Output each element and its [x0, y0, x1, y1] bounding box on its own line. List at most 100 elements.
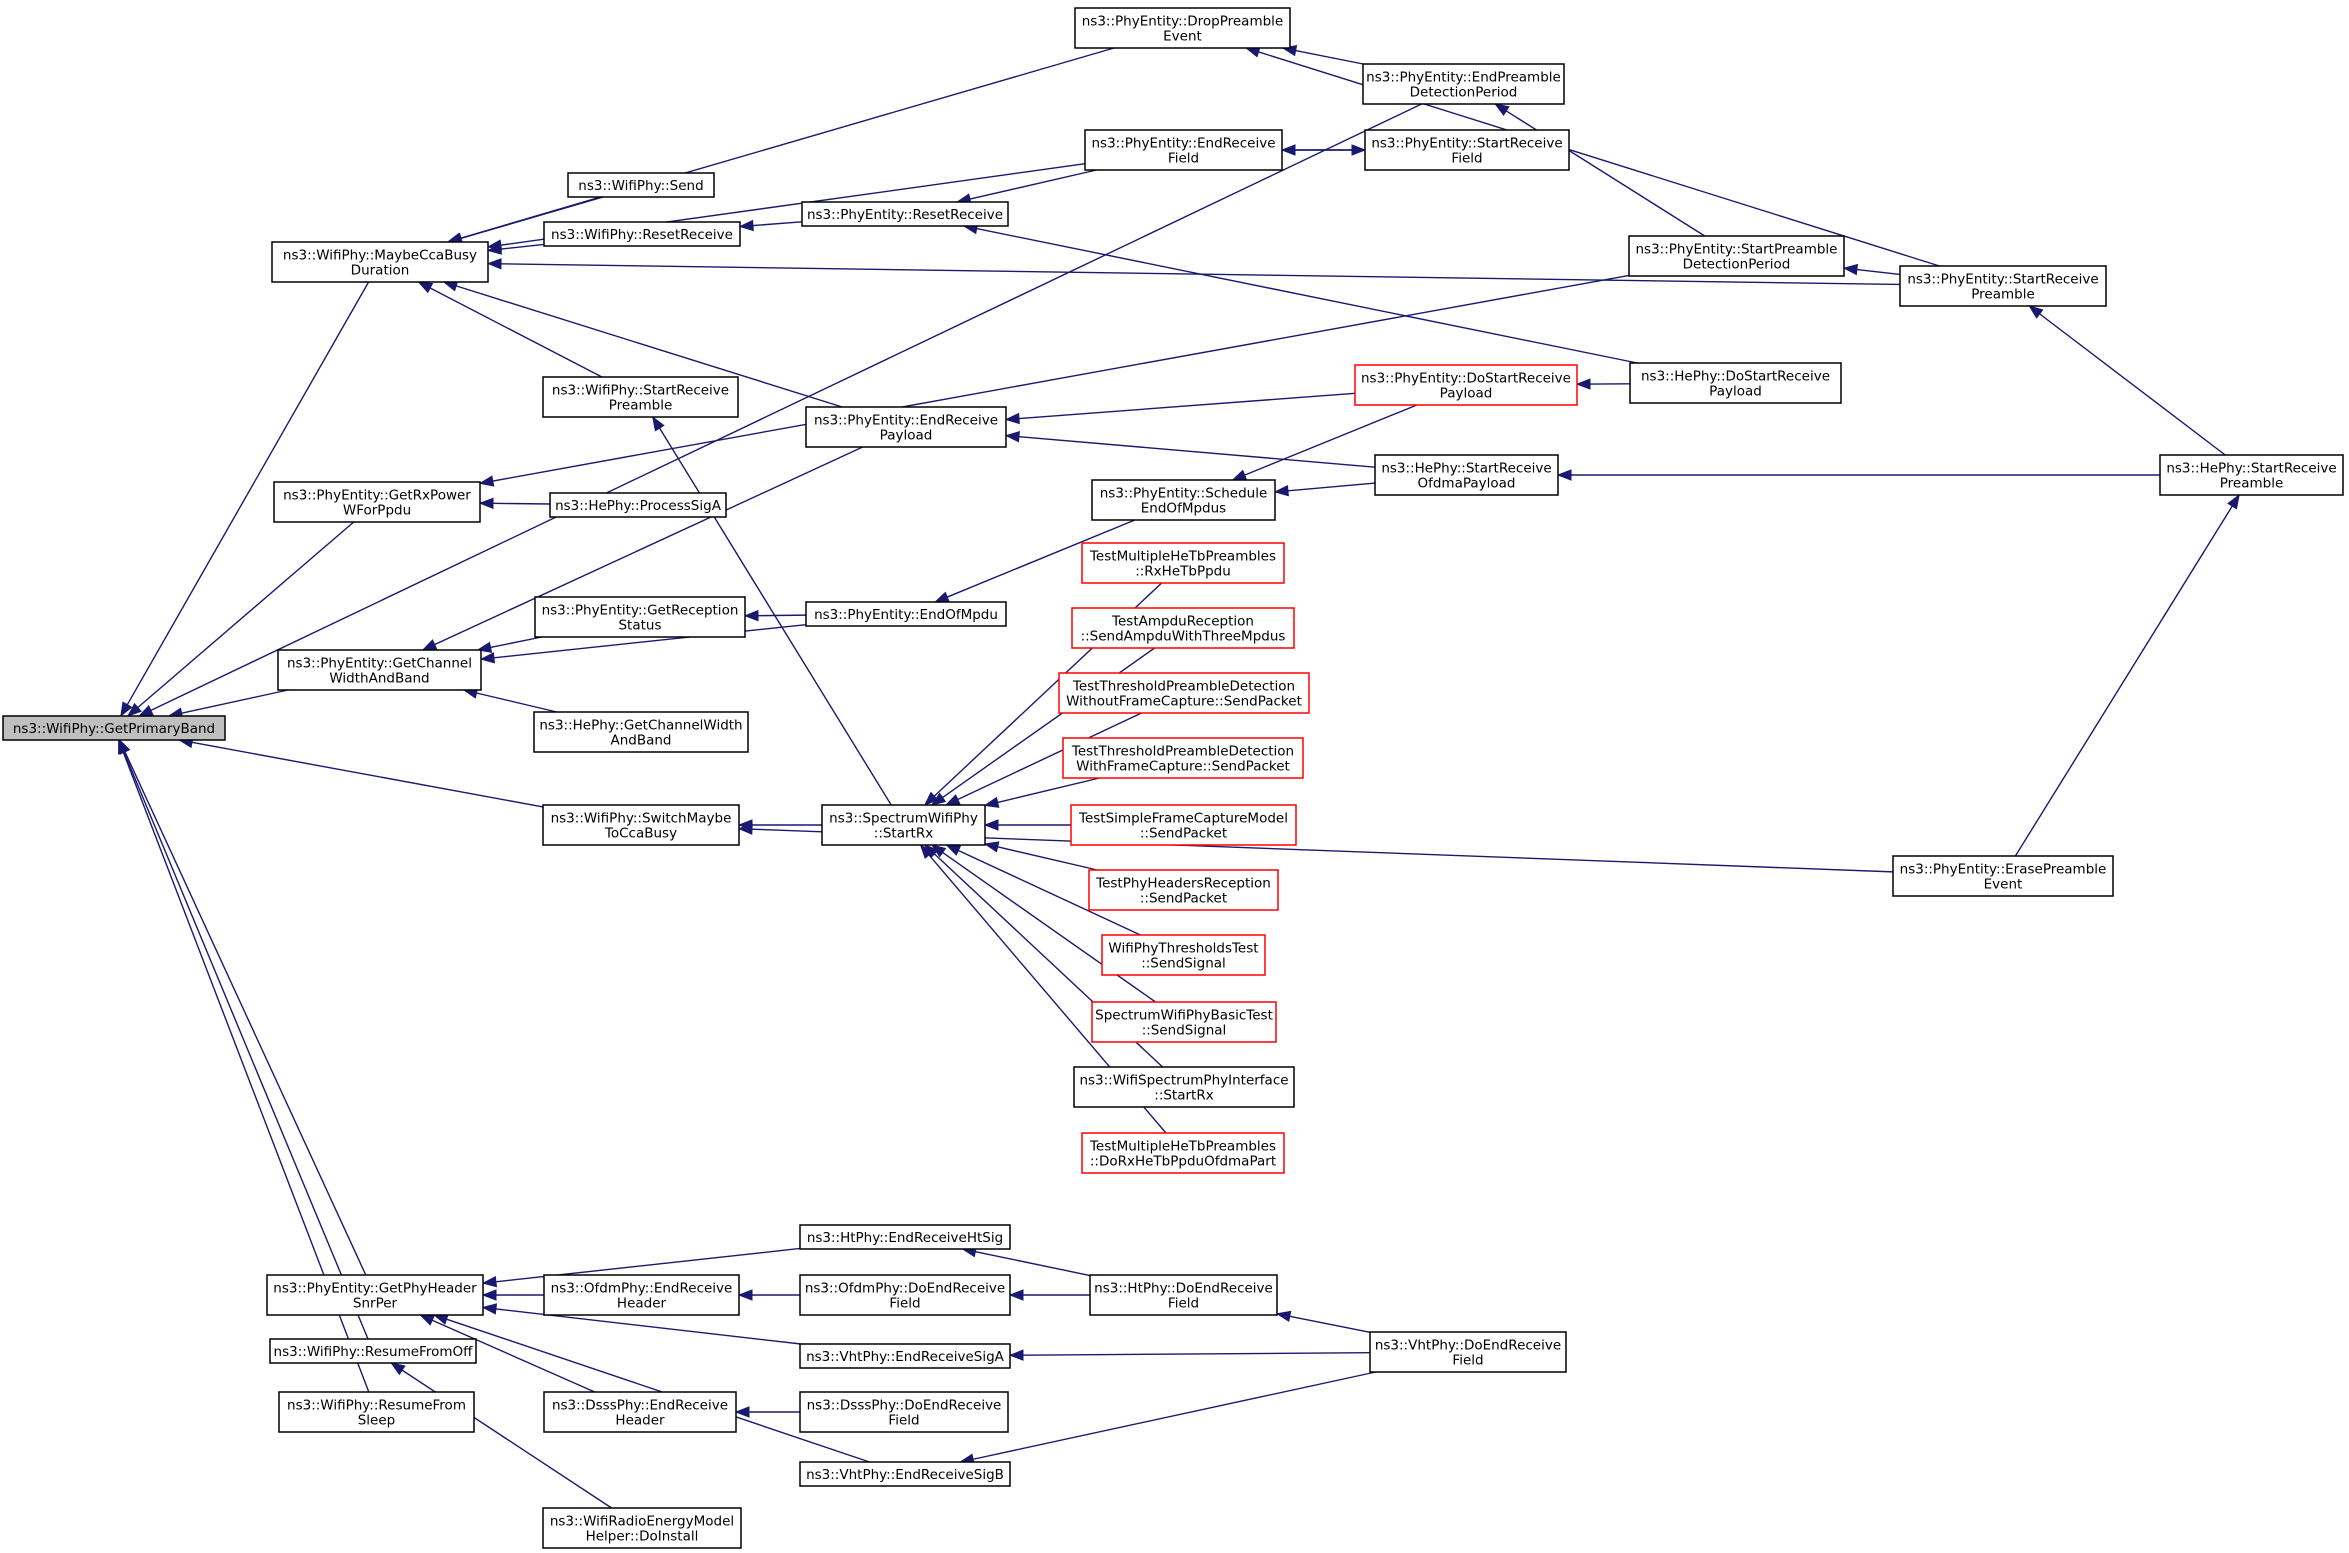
- node-t_thrwith[interactable]: TestThresholdPreambleDetectionWithFrameC…: [1062, 737, 1304, 779]
- node-box[interactable]: [805, 406, 1007, 448]
- node-box[interactable]: [1081, 542, 1285, 584]
- node-box[interactable]: [799, 1343, 1011, 1369]
- node-wifireset[interactable]: ns3::WifiPhy::ResetReceive: [543, 221, 741, 247]
- node-vhtsiga[interactable]: ns3::VhtPhy::EndReceiveSigA: [799, 1343, 1011, 1369]
- node-box[interactable]: [2159, 454, 2344, 496]
- node-box[interactable]: [1628, 235, 1845, 277]
- node-box[interactable]: [1374, 454, 1559, 496]
- node-box[interactable]: [533, 711, 749, 753]
- node-box[interactable]: [1089, 1274, 1278, 1316]
- node-box[interactable]: [821, 804, 986, 846]
- node-box[interactable]: [1058, 672, 1310, 714]
- node-box[interactable]: [266, 1274, 484, 1316]
- node-spectrumstartrx[interactable]: ns3::SpectrumWifiPhy::StartRx: [821, 804, 986, 846]
- node-box[interactable]: [534, 596, 746, 638]
- node-processsiga[interactable]: ns3::HePhy::ProcessSigA: [549, 492, 727, 518]
- node-box[interactable]: [2, 715, 226, 741]
- node-box[interactable]: [1101, 934, 1266, 976]
- node-box[interactable]: [567, 172, 715, 198]
- node-box[interactable]: [1073, 1066, 1295, 1108]
- node-box[interactable]: [801, 201, 1009, 227]
- node-t_dorxhetb[interactable]: TestMultipleHeTbPreambles::DoRxHeTbPpduO…: [1081, 1132, 1285, 1174]
- node-startpredet[interactable]: ns3::PhyEntity::StartPreambleDetectionPe…: [1628, 235, 1845, 277]
- node-box[interactable]: [1084, 129, 1283, 171]
- node-radioenergy[interactable]: ns3::WifiRadioEnergyModelHelper::DoInsta…: [542, 1507, 742, 1549]
- node-t_thrtest[interactable]: WifiPhyThresholdsTest::SendSignal: [1101, 934, 1266, 976]
- node-box[interactable]: [542, 1507, 742, 1549]
- node-resumeoff[interactable]: ns3::WifiPhy::ResumeFromOff: [269, 1338, 477, 1364]
- node-box[interactable]: [1071, 607, 1295, 649]
- node-wifispectrumif[interactable]: ns3::WifiSpectrumPhyInterface::StartRx: [1073, 1066, 1295, 1108]
- node-box[interactable]: [543, 1274, 740, 1316]
- node-t_ampdu[interactable]: TestAmpduReception::SendAmpduWithThreeMp…: [1071, 607, 1295, 649]
- node-t_rxhetb[interactable]: TestMultipleHeTbPreambles::RxHeTbPpdu: [1081, 542, 1285, 584]
- node-t_thrwithout[interactable]: TestThresholdPreambleDetectionWithoutFra…: [1058, 672, 1310, 714]
- node-t_basic[interactable]: SpectrumWifiPhyBasicTest::SendSignal: [1091, 1001, 1277, 1043]
- node-box[interactable]: [549, 492, 727, 518]
- node-box[interactable]: [1091, 1001, 1277, 1043]
- node-t_simplecap[interactable]: TestSimpleFrameCaptureModel::SendPacket: [1070, 804, 1297, 846]
- node-box[interactable]: [277, 649, 482, 691]
- node-endofmpdu[interactable]: ns3::PhyEntity::EndOfMpdu: [805, 601, 1007, 627]
- node-box[interactable]: [269, 1338, 477, 1364]
- node-box[interactable]: [1074, 7, 1291, 49]
- node-box[interactable]: [1364, 129, 1570, 171]
- node-htendsig[interactable]: ns3::HtPhy::EndReceiveHtSig: [799, 1224, 1011, 1250]
- node-box[interactable]: [1070, 804, 1297, 846]
- node-box[interactable]: [543, 1391, 737, 1433]
- node-box[interactable]: [805, 601, 1007, 627]
- node-box[interactable]: [1362, 63, 1565, 105]
- node-box[interactable]: [1629, 362, 1842, 404]
- node-endpredet[interactable]: ns3::PhyEntity::EndPreambleDetectionPeri…: [1362, 63, 1565, 105]
- node-wifisend[interactable]: ns3::WifiPhy::Send: [567, 172, 715, 198]
- node-box[interactable]: [799, 1391, 1009, 1433]
- node-resetreceive[interactable]: ns3::PhyEntity::ResetReceive: [801, 201, 1009, 227]
- node-box[interactable]: [1088, 869, 1279, 911]
- node-box[interactable]: [1354, 364, 1578, 406]
- node-box[interactable]: [1369, 1331, 1567, 1373]
- node-t_phyhdr[interactable]: TestPhyHeadersReception::SendPacket: [1088, 869, 1279, 911]
- node-box[interactable]: [1091, 479, 1276, 521]
- node-vhtsigb[interactable]: ns3::VhtPhy::EndReceiveSigB: [799, 1461, 1011, 1487]
- node-box[interactable]: [799, 1461, 1011, 1487]
- node-box[interactable]: [543, 221, 741, 247]
- node-box[interactable]: [1062, 737, 1304, 779]
- node-box[interactable]: [542, 804, 740, 846]
- node-box[interactable]: [799, 1274, 1011, 1316]
- node-box[interactable]: [1081, 1132, 1285, 1174]
- node-box[interactable]: [1892, 855, 2114, 897]
- node-box[interactable]: [273, 481, 481, 523]
- node-box[interactable]: [799, 1224, 1011, 1250]
- node-box[interactable]: [271, 241, 489, 283]
- node-box[interactable]: [542, 376, 739, 418]
- node-box[interactable]: [1899, 265, 2107, 307]
- node-box[interactable]: [278, 1391, 475, 1433]
- node-root[interactable]: ns3::WifiPhy::GetPrimaryBand: [2, 715, 226, 741]
